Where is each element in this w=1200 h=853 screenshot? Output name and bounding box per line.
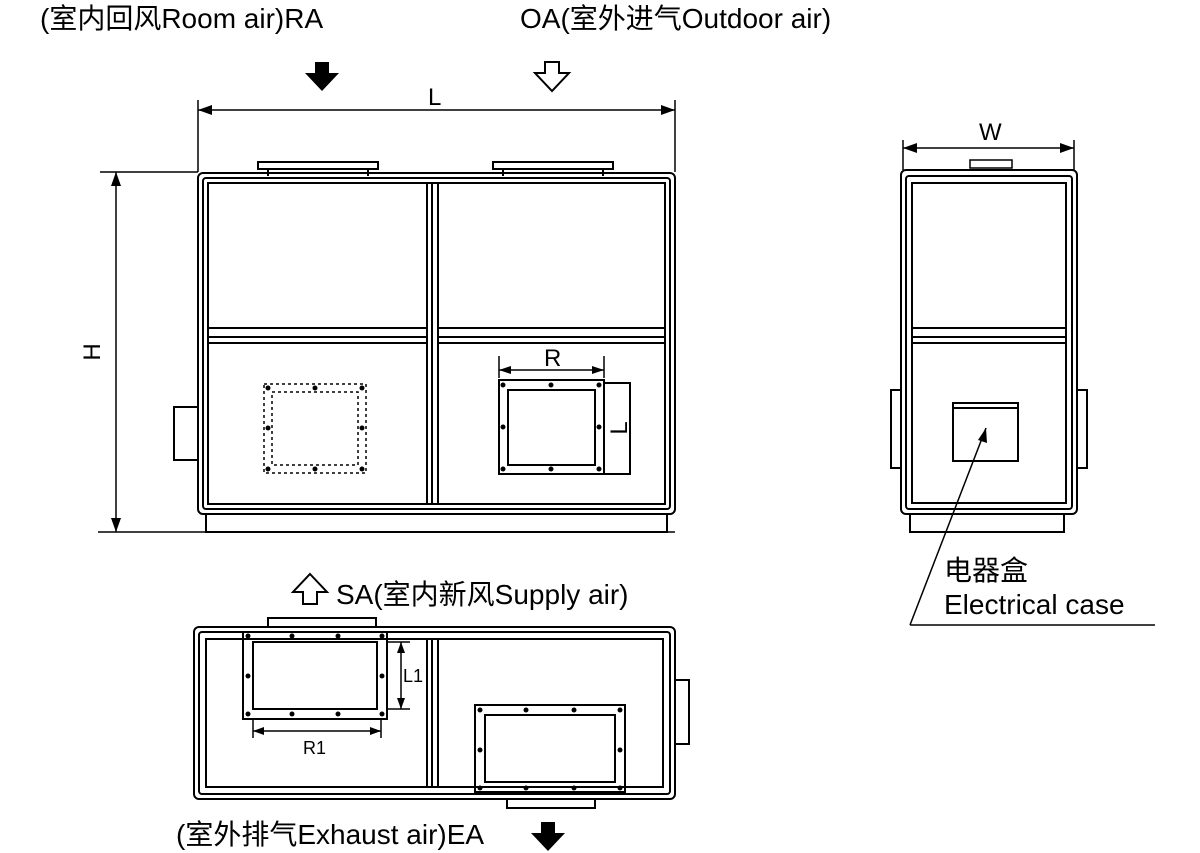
outlet-height-label: L bbox=[606, 421, 633, 434]
outdoor-air-label: OA(室外进气Outdoor air) bbox=[520, 3, 831, 34]
electrical-case-en-label: Electrical case bbox=[944, 589, 1125, 620]
outlet-width-label: R bbox=[544, 345, 561, 372]
bottom-outlet-width-label: R1 bbox=[303, 738, 326, 758]
exhaust-air-label: (室外排气Exhaust air)EA bbox=[176, 819, 484, 850]
height-dimension-label: H bbox=[79, 343, 106, 360]
bottom-outlet-height-label: L1 bbox=[403, 666, 423, 686]
side-view: W 电器盒 Electrical case bbox=[890, 119, 1155, 626]
width-dimension-label: W bbox=[979, 119, 1002, 146]
supply-air-arrow-icon bbox=[290, 572, 330, 605]
room-air-label: (室内回风Room air)RA bbox=[40, 3, 323, 34]
room-air-arrow-icon bbox=[305, 62, 339, 91]
top-view: SA(室内新风Supply air) L1 bbox=[176, 572, 690, 851]
exhaust-air-arrow-icon bbox=[531, 822, 565, 851]
supply-air-label: SA(室内新风Supply air) bbox=[336, 579, 629, 610]
length-dimension-label: L bbox=[428, 84, 441, 111]
outdoor-air-arrow-icon bbox=[532, 61, 572, 93]
electrical-case-cn-label: 电器盒 bbox=[944, 555, 1028, 586]
front-view: L H bbox=[79, 84, 676, 533]
